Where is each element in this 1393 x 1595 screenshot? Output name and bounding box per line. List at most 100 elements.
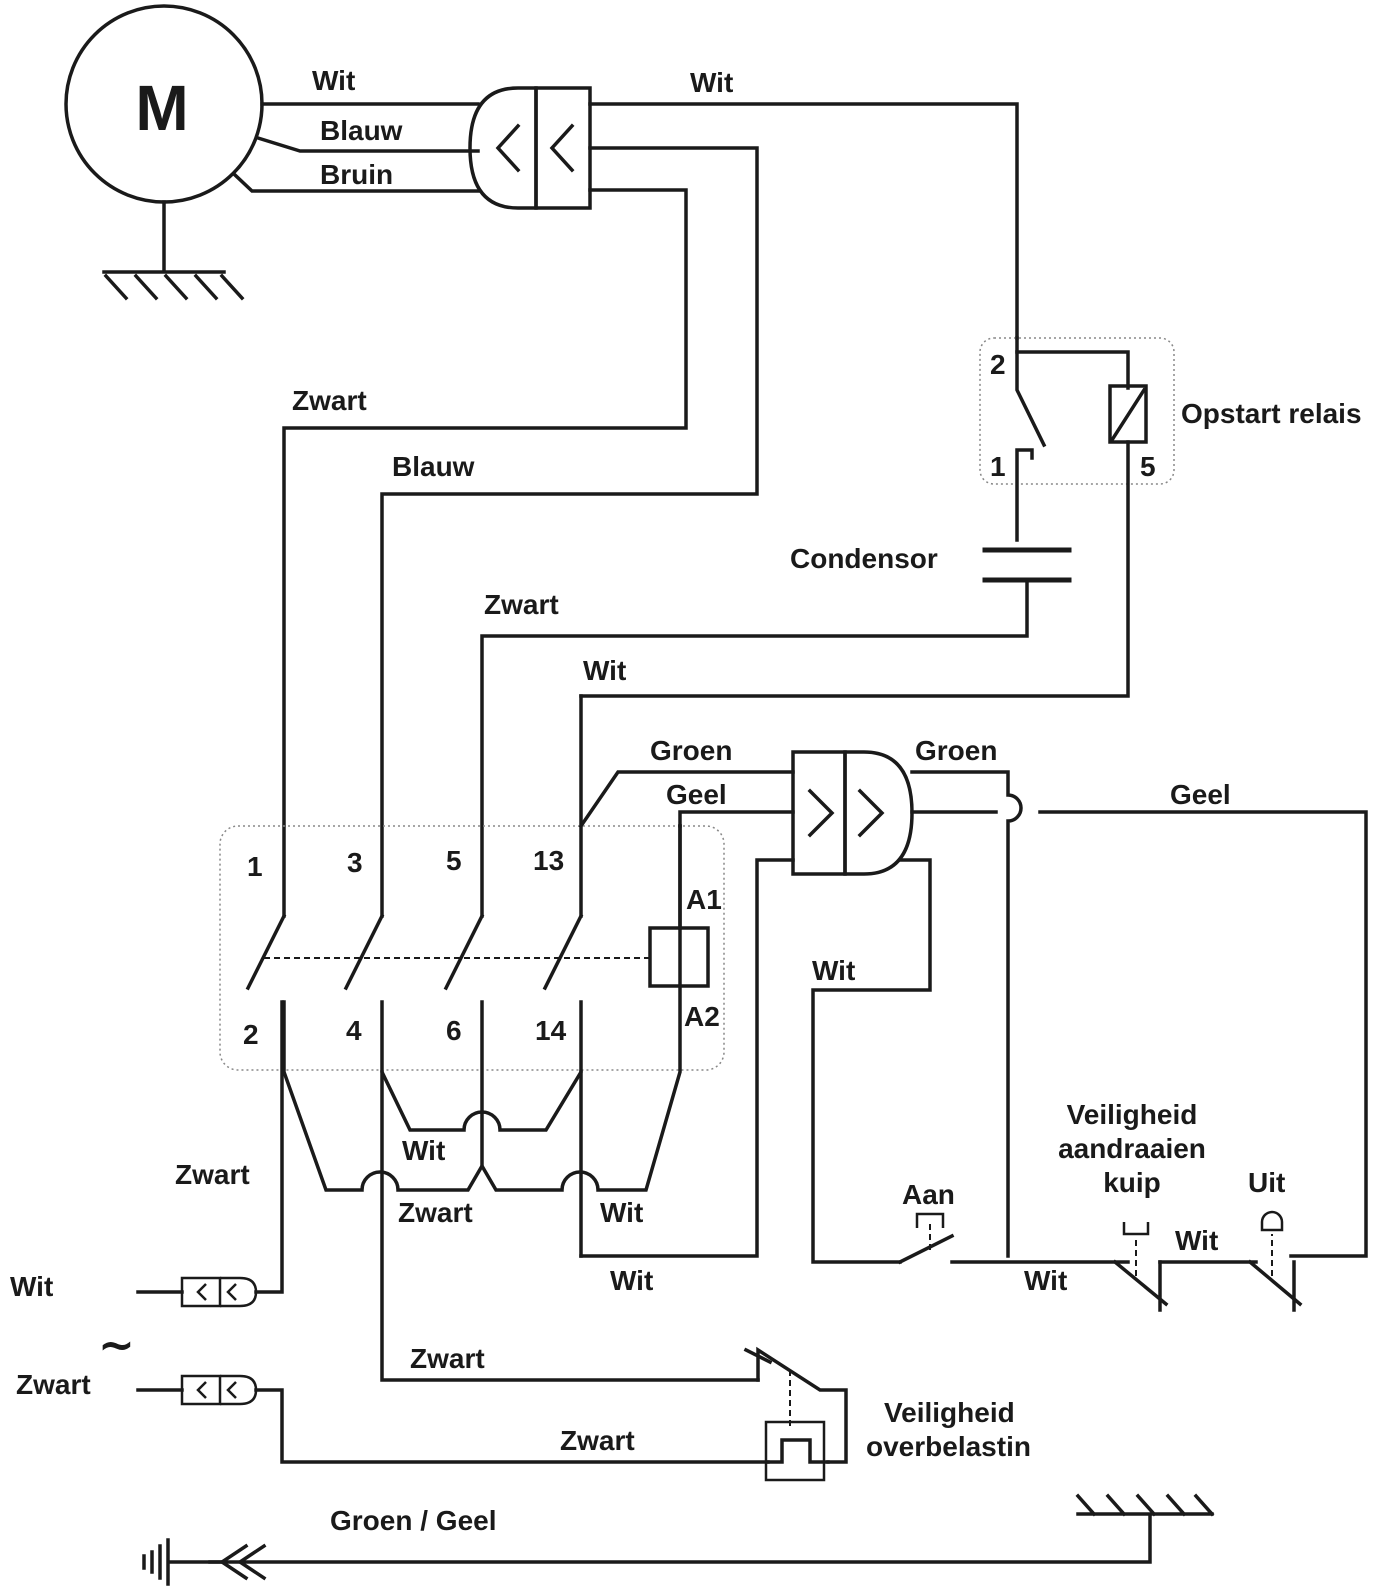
wire-zwart-5 — [480, 578, 1029, 918]
relay-contact-blade — [1015, 336, 1047, 448]
contactor-pin-13: 13 — [533, 845, 564, 876]
wire-conn-wit — [588, 102, 1019, 340]
contactor-box — [219, 825, 725, 1071]
aan-blade — [897, 1233, 955, 1265]
control-connector-box — [791, 750, 847, 876]
earth-ground-icon — [142, 1538, 226, 1586]
relay-pin-2: 2 — [990, 349, 1006, 380]
motor-connector-box — [534, 86, 592, 210]
overload-label-2: overbelastin — [866, 1431, 1031, 1462]
wire-blauw-3 — [380, 146, 759, 918]
contactor-pin-1: 1 — [247, 851, 263, 882]
wire-motor-bruin — [231, 171, 480, 193]
plug-zwart-cap — [220, 1374, 258, 1406]
earth-wire — [208, 1512, 1214, 1564]
switch-aan-label: Aan — [902, 1179, 955, 1210]
supply-plug-zwart — [136, 1374, 770, 1464]
label-wit-bridge: Wit — [402, 1135, 445, 1166]
wire-supply-zwart — [254, 1388, 770, 1464]
plug-zwart-box — [180, 1374, 222, 1406]
supply-wit-label: Wit — [10, 1271, 53, 1302]
earth-line: Groen / Geel — [142, 1493, 1215, 1586]
overload-thermal — [766, 1438, 830, 1464]
wire-relay-5 — [579, 440, 1130, 698]
label-conn-wit: Wit — [690, 67, 733, 98]
earth-ground-hatch-right — [1075, 1493, 1215, 1517]
supply-ac-symbol: ~ — [98, 1320, 135, 1371]
contactor-pin-4: 4 — [346, 1015, 362, 1046]
contactor: 1 3 5 13 2 4 6 14 A1 A2 — [219, 824, 725, 1071]
control-connector-arrows — [807, 788, 885, 838]
overload-contact — [756, 1346, 848, 1464]
overload-blade-tip — [743, 1347, 773, 1365]
label-motor-wit: Wit — [312, 65, 355, 96]
overload-protection: Veiligheid overbelastin — [743, 1346, 1031, 1482]
kuip-blade — [1112, 1259, 1169, 1307]
uit-button-icon — [1260, 1210, 1284, 1232]
switch-aan: Aan — [897, 1179, 1130, 1265]
kuip-icon — [1122, 1222, 1150, 1236]
label-wit-ctrl: Wit — [812, 955, 855, 986]
wire-wit-ctrl — [811, 858, 932, 1264]
control-connector — [791, 750, 914, 876]
wire-geel-left — [678, 810, 795, 828]
plug-wit-arrows — [196, 1283, 237, 1301]
capacitor: Condensor — [480, 543, 1072, 918]
label-motor-bruin: Bruin — [320, 159, 393, 190]
label-zwart-bridge: Zwart — [398, 1197, 473, 1228]
motor-ground-stem — [102, 200, 226, 274]
motor-symbol: M — [135, 72, 188, 144]
label-earth: Groen / Geel — [330, 1505, 497, 1536]
motor: M — [64, 4, 264, 301]
relay-label: Opstart relais — [1181, 398, 1362, 429]
contactor-pin-6: 6 — [446, 1015, 462, 1046]
wire-supply-wit — [254, 1000, 284, 1294]
label-motor-blauw: Blauw — [320, 115, 403, 146]
contactor-blades — [245, 913, 584, 991]
capacitor-plates — [982, 547, 1072, 583]
label-wit-13: Wit — [583, 655, 626, 686]
uit-blade — [1247, 1259, 1303, 1307]
label-wit-aan: Wit — [1024, 1265, 1067, 1296]
label-zwart-ol-bottom: Zwart — [560, 1425, 635, 1456]
label-zwart-ol-top: Zwart — [410, 1343, 485, 1374]
label-blauw-3: Blauw — [392, 451, 475, 482]
contactor-pin-14: 14 — [535, 1015, 567, 1046]
kuip-label-3: kuip — [1103, 1167, 1161, 1198]
overload-box — [764, 1420, 826, 1482]
label-zwart-1: Zwart — [292, 385, 367, 416]
wire-wit-14 — [579, 858, 795, 1258]
label-wit-14: Wit — [600, 1197, 643, 1228]
label-wit-uit: Wit — [1175, 1225, 1218, 1256]
wire-groen-left — [578, 770, 795, 829]
kuip-label-2: aandraaien — [1058, 1133, 1206, 1164]
relay-coil-diag — [1109, 387, 1147, 443]
label-groen-right: Groen — [915, 735, 997, 766]
capacitor-label: Condensor — [790, 543, 938, 574]
label-geel-left: Geel — [666, 779, 727, 810]
label-wit-bottom: Wit — [610, 1265, 653, 1296]
coil-a2-label: A2 — [684, 1001, 720, 1032]
start-relay-box — [979, 337, 1175, 485]
label-zwart-5: Zwart — [484, 589, 559, 620]
relay-pin-1: 1 — [990, 451, 1006, 482]
label-groen-left: Groen — [650, 735, 732, 766]
switch-uit-label: Uit — [1248, 1167, 1285, 1198]
plug-wit-box — [180, 1276, 222, 1308]
contactor-pin-2: 2 — [243, 1019, 259, 1050]
relay-wire-1 — [1015, 448, 1034, 542]
supply-zwart-label: Zwart — [16, 1369, 91, 1400]
motor-connector-arrows — [495, 123, 575, 173]
wire-zwart-bridge — [380, 1070, 760, 1382]
wire-zwart-1 — [282, 188, 688, 918]
relay-pin-5: 5 — [1140, 451, 1156, 482]
motor-ground-hatch — [103, 273, 245, 301]
switch-veiligheid-kuip: Veiligheid aandraaien kuip — [1058, 1099, 1258, 1312]
supply-plug-wit — [136, 1000, 284, 1308]
label-geel-right: Geel — [1170, 779, 1231, 810]
kuip-label-1: Veiligheid — [1067, 1099, 1198, 1130]
wire-groen-right — [910, 770, 1023, 1258]
start-relay: 2 1 5 Opstart relais — [579, 336, 1362, 698]
relay-wire-2-coil — [1015, 350, 1130, 390]
